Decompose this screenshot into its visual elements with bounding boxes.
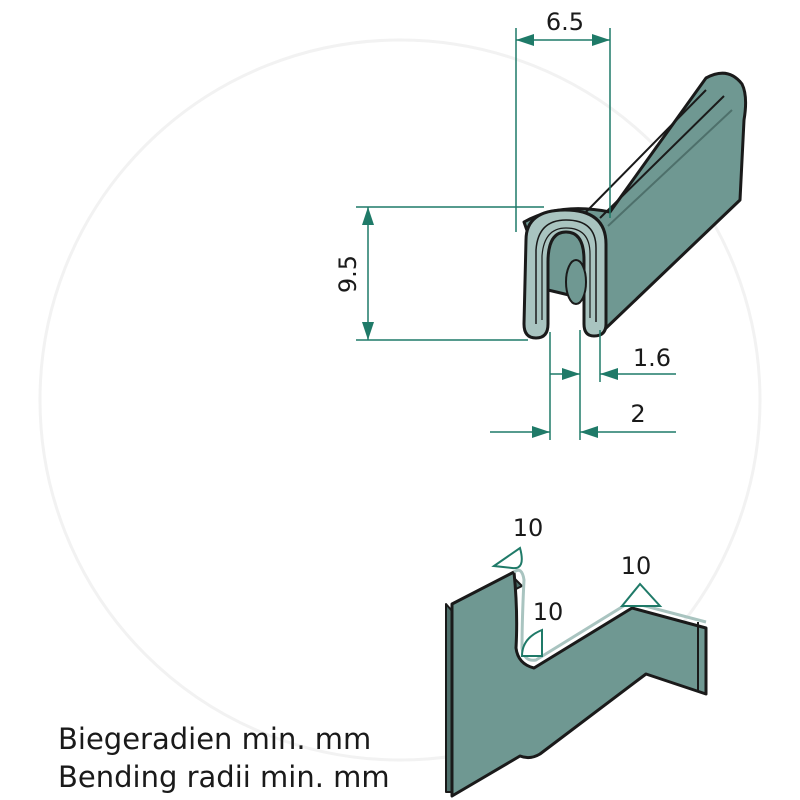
radius-marker-right: [619, 582, 663, 607]
height-arrow-bottom: [362, 322, 374, 340]
radius-marker-middle: [520, 628, 543, 657]
profile-clip: [565, 259, 587, 305]
slot-arrow-right: [580, 426, 598, 438]
gap-arrow-left: [562, 368, 580, 380]
width-arrow-right: [592, 34, 610, 46]
profile-inner-lining: [541, 227, 591, 320]
bent-sheet: [445, 568, 708, 798]
background-circle: [38, 38, 762, 762]
bending-radius-markers: [491, 546, 663, 657]
sheet-face: [450, 570, 708, 798]
width-arrow-left: [516, 34, 534, 46]
radius-label-middle: 10: [533, 598, 564, 626]
radius-label-top-left: 10: [513, 514, 544, 542]
radius-marker-top-left: [491, 546, 523, 570]
sheet-trim-band: [513, 568, 707, 662]
width-label: 6.5: [546, 8, 584, 36]
caption-english: Bending radii min. mm: [58, 760, 390, 794]
profile-body: [522, 71, 748, 335]
dimension-lines: [356, 28, 676, 440]
slot-label: 2: [630, 400, 645, 428]
height-label: 9.5: [334, 255, 362, 293]
gap-label: 1.6: [633, 344, 671, 372]
radius-label-right: 10: [621, 552, 652, 580]
gap-arrow-right: [600, 368, 618, 380]
height-arrow-top: [362, 207, 374, 225]
profile-ridge: [607, 109, 733, 227]
edge-trim-profile: [522, 71, 748, 340]
profile-ridge: [599, 95, 725, 219]
caption-german: Biegeradien min. mm: [58, 722, 372, 756]
slot-arrow-left: [532, 426, 550, 438]
profile-inner-lining: [535, 219, 597, 324]
profile-ridge: [583, 89, 707, 215]
